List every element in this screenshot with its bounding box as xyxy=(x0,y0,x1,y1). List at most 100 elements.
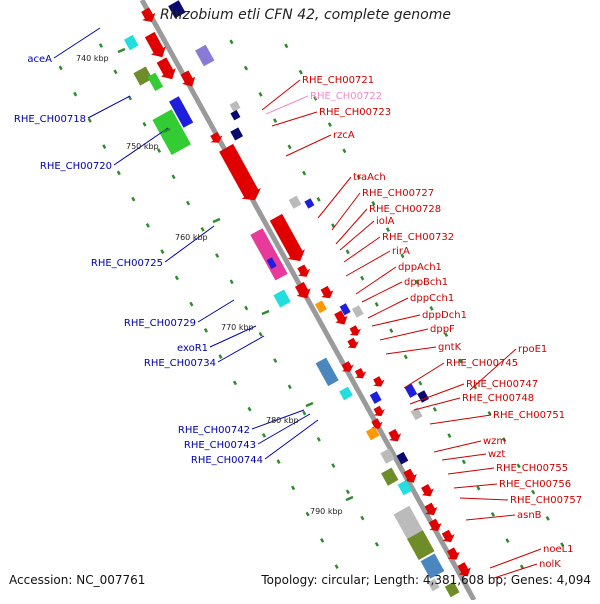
gene-feature xyxy=(229,100,241,112)
leader-line xyxy=(197,299,235,323)
gene-feature xyxy=(339,386,353,401)
gene-label-gntK: gntK xyxy=(438,342,462,353)
gene-feature xyxy=(410,407,423,421)
tick-mark xyxy=(247,406,252,412)
gene-feature xyxy=(403,468,417,483)
tick-marks xyxy=(58,39,565,570)
tick-mark xyxy=(116,170,121,176)
tick-mark xyxy=(560,542,565,547)
kbp-tick xyxy=(212,217,221,224)
tick-mark xyxy=(487,411,492,416)
tick-mark xyxy=(327,122,332,127)
map-title: Rhizobium etli CFN 42, complete genome xyxy=(160,7,451,23)
gene-feature xyxy=(424,502,438,516)
gene-feature xyxy=(371,418,383,429)
gene-feature xyxy=(219,143,261,201)
leader-line xyxy=(379,328,429,341)
gene-feature xyxy=(315,357,339,387)
leader-line xyxy=(164,225,215,263)
tick-mark xyxy=(429,306,434,311)
kbp-label: 750 kbp xyxy=(126,142,159,151)
tick-mark xyxy=(345,489,350,495)
gene-feature xyxy=(380,448,395,464)
gene-label-RHE_CH00744: RHE_CH00744 xyxy=(191,455,263,466)
leader-line xyxy=(403,362,445,389)
gene-feature xyxy=(297,264,311,277)
leader-line xyxy=(317,176,352,219)
gene-feature xyxy=(420,553,445,579)
tick-mark xyxy=(302,170,307,176)
gene-feature xyxy=(393,505,424,541)
gene-feature xyxy=(347,337,359,349)
leader-line xyxy=(361,281,403,303)
gene-feature xyxy=(421,484,434,497)
gene-label-RHE_CH00748: RHE_CH00748 xyxy=(462,393,534,404)
tick-mark xyxy=(342,148,347,154)
gene-feature xyxy=(417,390,429,403)
gene-label-RHE_CH00743: RHE_CH00743 xyxy=(184,440,256,451)
gene-feature xyxy=(365,426,380,441)
gene-label-RHE_CH00723: RHE_CH00723 xyxy=(319,107,391,118)
tick-mark xyxy=(203,327,208,333)
tick-mark xyxy=(505,538,510,544)
tick-mark xyxy=(316,197,321,202)
leader-line xyxy=(465,514,516,521)
tick-mark xyxy=(374,302,379,307)
tick-mark xyxy=(102,144,107,149)
leader-line xyxy=(285,134,332,157)
tick-mark xyxy=(414,279,420,285)
leader-line xyxy=(53,27,101,59)
gene-feature xyxy=(133,66,153,86)
leader-line xyxy=(371,314,421,327)
tick-mark xyxy=(476,485,481,491)
gene-label-asnB: asnB xyxy=(517,510,542,521)
tick-mark xyxy=(490,512,495,517)
gene-feature xyxy=(334,310,348,325)
tick-mark xyxy=(516,463,521,469)
tick-mark xyxy=(73,91,78,97)
gene-feature xyxy=(381,467,399,486)
leader-line xyxy=(265,95,309,115)
gene-label-RHE_CH00751: RHE_CH00751 xyxy=(493,410,565,421)
leader-line xyxy=(489,548,542,569)
leader-line xyxy=(493,563,538,579)
leader-line xyxy=(441,453,487,461)
gene-label-RHE_CH00734: RHE_CH00734 xyxy=(144,358,216,369)
tick-mark xyxy=(284,43,289,49)
kbp-label: 740 kbp xyxy=(76,54,109,63)
gene-feature xyxy=(195,44,215,67)
gene-label-rzcA: rzcA xyxy=(333,130,355,141)
gene-feature xyxy=(351,305,364,318)
leader-line xyxy=(257,413,311,445)
tick-mark xyxy=(356,174,361,180)
tick-mark xyxy=(447,433,452,439)
kbp-tick xyxy=(305,401,314,408)
gene-feature xyxy=(230,127,243,141)
gene-label-RHE_CH00732: RHE_CH00732 xyxy=(382,232,454,243)
leader-line xyxy=(385,346,437,355)
gene-feature xyxy=(407,530,435,560)
tick-mark xyxy=(443,332,449,337)
leader-line xyxy=(87,95,131,119)
kbp-tick xyxy=(261,309,270,316)
gene-label-wzt: wzt xyxy=(488,449,505,460)
gene-label-RHE_CH00725: RHE_CH00725 xyxy=(91,258,163,269)
tick-mark xyxy=(244,305,249,311)
kbp-label: 760 kbp xyxy=(175,233,208,242)
gene-feature xyxy=(250,228,288,281)
gene-label-RHE_CH00727: RHE_CH00727 xyxy=(362,188,434,199)
gene-label-RHE_CH00757: RHE_CH00757 xyxy=(510,495,582,506)
tick-mark xyxy=(331,463,336,468)
gene-feature xyxy=(404,383,418,398)
leader-line xyxy=(433,440,482,453)
tick-mark xyxy=(156,148,162,153)
gene-feature xyxy=(341,361,354,372)
gene-label-RHE_CH00728: RHE_CH00728 xyxy=(369,204,441,215)
tick-mark xyxy=(502,437,507,442)
kbp-tick xyxy=(162,127,171,134)
leader-line xyxy=(331,192,361,231)
tick-mark xyxy=(371,201,376,206)
leader-line xyxy=(459,497,509,501)
tick-mark xyxy=(385,227,390,232)
